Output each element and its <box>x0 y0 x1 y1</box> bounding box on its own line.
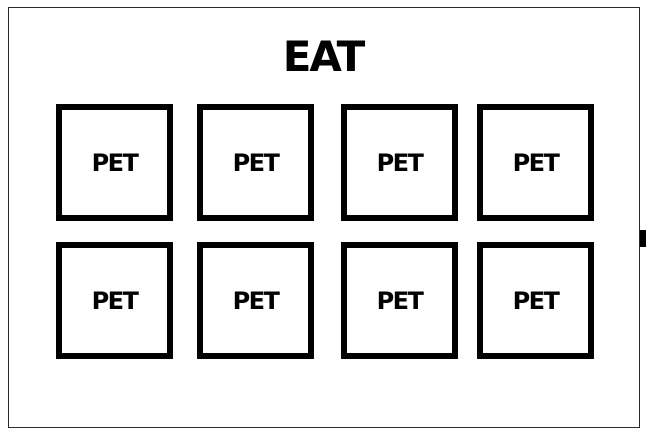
pet-cell-5[interactable]: PET <box>56 242 173 359</box>
pet-cell-6[interactable]: PET <box>197 242 314 359</box>
pet-cell-8[interactable]: PET <box>477 242 594 359</box>
pet-cell-4[interactable]: PET <box>477 104 594 221</box>
pet-cell-label: PET <box>376 286 424 315</box>
pet-cell-label: PET <box>512 286 560 315</box>
panel-title: EAT <box>282 32 366 81</box>
pet-cell-label: PET <box>232 148 280 177</box>
pet-cell-label: PET <box>512 148 560 177</box>
pet-cell-1[interactable]: PET <box>56 104 173 221</box>
pet-grid: PET PET PET PET PET PET PET PET <box>56 104 596 359</box>
pet-cell-label: PET <box>376 148 424 177</box>
pet-cell-2[interactable]: PET <box>197 104 314 221</box>
pet-cell-label: PET <box>91 148 139 177</box>
pet-cell-label: PET <box>232 286 280 315</box>
pet-cell-7[interactable]: PET <box>341 242 458 359</box>
pet-cell-label: PET <box>91 286 139 315</box>
edge-handle <box>640 230 646 247</box>
pet-cell-3[interactable]: PET <box>341 104 458 221</box>
